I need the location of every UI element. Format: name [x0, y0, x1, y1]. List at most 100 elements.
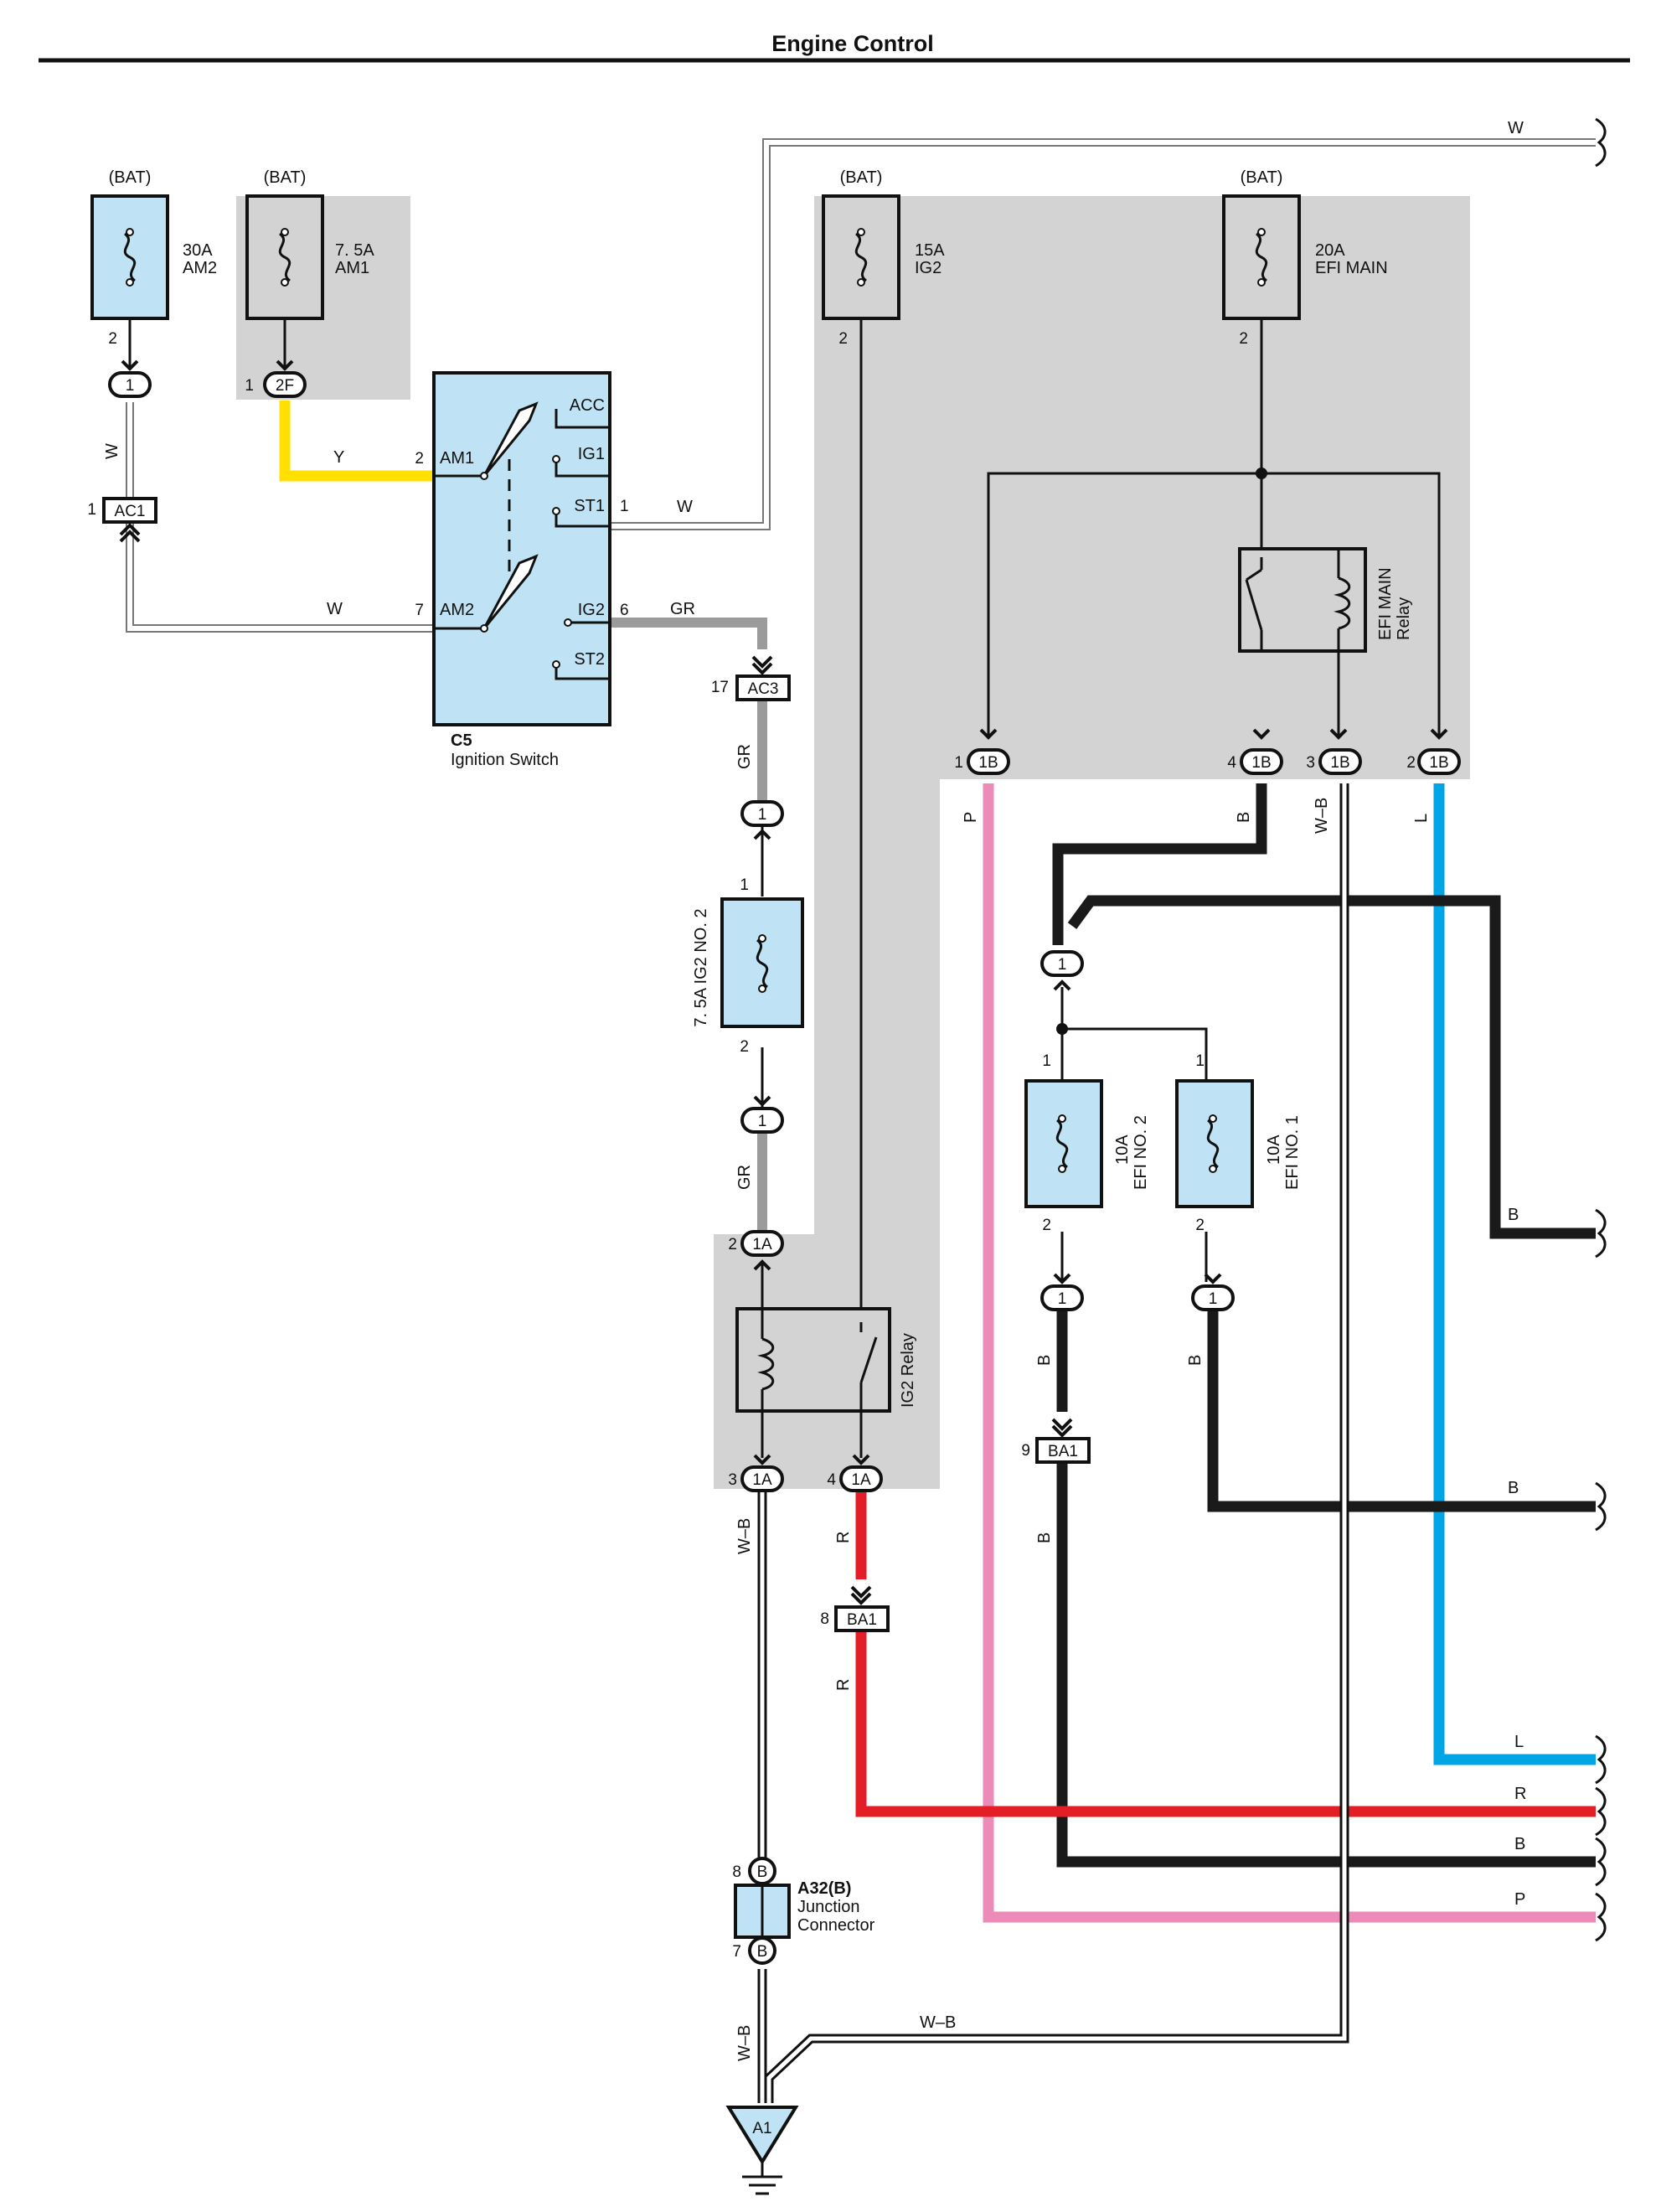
wire-p	[983, 783, 1596, 1923]
ground-a1: A1	[725, 2106, 799, 2195]
wire-label-w: W	[103, 443, 121, 459]
svg-text:1A: 1A	[752, 1236, 772, 1253]
wire-label-b: B	[1508, 1479, 1519, 1497]
junction-dot	[1056, 1023, 1068, 1035]
connector-1-efino1: 1	[1191, 1273, 1235, 1311]
svg-text:A1: A1	[752, 2120, 771, 2137]
svg-text:2F: 2F	[276, 377, 294, 395]
wire-label-wb: W–B	[735, 2025, 754, 2061]
svg-text:17: 17	[711, 679, 729, 696]
wire-label-b: B	[1235, 812, 1253, 823]
svg-text:30A: 30A	[183, 241, 213, 260]
wire-b-ba1	[1056, 1462, 1596, 1868]
connector-1a-2: 2 1A	[728, 1230, 784, 1271]
svg-text:2: 2	[740, 1038, 749, 1056]
wire-label-gr: GR	[735, 744, 754, 769]
switch-name: Ignition Switch	[451, 751, 559, 769]
wire-label-gr: GR	[735, 1165, 754, 1190]
svg-text:ACC: ACC	[570, 396, 605, 415]
svg-text:B: B	[757, 1943, 768, 1961]
wire-label-b: B	[1508, 1206, 1519, 1224]
wire-label-p: P	[1514, 1890, 1525, 1909]
wire-y	[279, 401, 434, 482]
connector-1-b: 1	[1040, 950, 1084, 991]
svg-text:1A: 1A	[851, 1471, 871, 1489]
relay-efi-main: EFI MAIN Relay	[1238, 547, 1413, 653]
wire-label-b: B	[1514, 1835, 1525, 1853]
connector-1-am2: 1	[108, 359, 152, 398]
wire-label-y: Y	[333, 448, 344, 467]
switch-id: C5	[451, 731, 472, 750]
svg-text:2: 2	[108, 330, 117, 348]
fuse-ig2: (BAT) 15A IG2 2	[822, 168, 945, 348]
wire-label-gr: GR	[670, 600, 695, 618]
svg-text:1: 1	[758, 806, 767, 824]
connector-1-gr-bottom: 1	[740, 1095, 784, 1134]
wire-r-main	[855, 1630, 1596, 1817]
svg-text:10A: 10A	[1265, 1134, 1283, 1165]
svg-text:AM2: AM2	[440, 601, 474, 619]
svg-text:IG2: IG2	[915, 259, 941, 277]
svg-text:EFI MAIN: EFI MAIN	[1376, 567, 1395, 640]
svg-text:2: 2	[1042, 1217, 1051, 1234]
svg-text:BA1: BA1	[847, 1611, 877, 1629]
svg-text:2: 2	[728, 1236, 737, 1253]
svg-text:1: 1	[1058, 1290, 1067, 1308]
fuse-efimain: (BAT) 20A EFI MAIN 2	[1222, 168, 1388, 348]
wire-label-b: B	[1035, 1532, 1054, 1543]
wire-label-wb: W–B	[920, 2013, 956, 2032]
svg-text:EFI NO. 1: EFI NO. 1	[1283, 1115, 1302, 1190]
svg-text:EFI MAIN: EFI MAIN	[1315, 259, 1388, 277]
connector-ba1-8: 8 BA1	[820, 1585, 890, 1632]
ignition-switch: ACC IG1 ST1 IG2 ST2 AM1 AM2 2 1 7 6 C5	[415, 371, 629, 769]
wire-w-am2	[126, 402, 434, 633]
svg-text:EFI NO. 2: EFI NO. 2	[1132, 1115, 1150, 1190]
svg-text:20A: 20A	[1315, 241, 1345, 260]
svg-text:2: 2	[838, 330, 848, 348]
wire-label-wb: W–B	[735, 1518, 754, 1554]
wire-label-w: W	[327, 600, 343, 618]
svg-text:IG1: IG1	[578, 445, 605, 463]
junction-dot	[1256, 468, 1267, 479]
junction-connector-a32: 8 B 7 B A32(B) Junction Connector	[732, 1857, 875, 1965]
wire-wb	[757, 783, 1349, 2103]
svg-text:10A: 10A	[1113, 1134, 1132, 1165]
connector-1a-3: 3 1A	[728, 1454, 784, 1492]
svg-text:ST2: ST2	[574, 650, 605, 669]
svg-text:Connector: Connector	[797, 1916, 875, 1935]
wire-label-r: R	[834, 1679, 853, 1691]
connector-ba1-9: 9 BA1	[1021, 1418, 1091, 1464]
connector-ac1: 1 AC1	[87, 497, 157, 543]
connector-1b-4: 4 1B	[1227, 728, 1283, 775]
fuse-ig2-no2: 1 7. 5A IG2 NO. 2 2	[692, 876, 804, 1056]
svg-text:1B: 1B	[978, 754, 998, 772]
svg-text:1: 1	[620, 498, 629, 515]
svg-text:BA1: BA1	[1048, 1443, 1078, 1460]
svg-text:1: 1	[1042, 1052, 1051, 1070]
svg-text:8: 8	[732, 1863, 741, 1881]
svg-text:A32(B): A32(B)	[797, 1879, 851, 1898]
svg-text:AM2: AM2	[183, 259, 217, 277]
connector-1b-3: 3 1B	[1306, 728, 1362, 775]
wire-label-b: B	[1186, 1355, 1205, 1366]
connector-1b-2: 2 1B	[1406, 728, 1461, 775]
svg-text:2: 2	[1239, 330, 1248, 348]
page-title: Engine Control	[771, 31, 933, 56]
fuse-efi-no1: 1 10A EFI NO. 1 2	[1175, 1052, 1302, 1234]
wire-gr-ig2	[611, 618, 767, 649]
wire-label-wb: W–B	[1313, 798, 1331, 834]
svg-text:1: 1	[740, 876, 749, 894]
wire-thin	[128, 318, 1441, 1314]
relay-ig2: IG2 Relay	[735, 1307, 917, 1413]
wire-l	[1433, 783, 1596, 1765]
wire-label-l: L	[1514, 1733, 1524, 1751]
svg-text:4: 4	[827, 1471, 836, 1489]
svg-text:B: B	[757, 1863, 768, 1881]
svg-text:7. 5A IG2 NO. 2: 7. 5A IG2 NO. 2	[692, 908, 710, 1026]
wire-b-right	[1067, 895, 1596, 1239]
svg-text:6: 6	[620, 602, 629, 619]
svg-text:1: 1	[1058, 956, 1067, 974]
fuse-am1: (BAT) 7. 5A AM1	[245, 168, 374, 320]
connector-1a-4: 4 1A	[827, 1454, 883, 1492]
svg-text:(BAT): (BAT)	[264, 168, 307, 187]
